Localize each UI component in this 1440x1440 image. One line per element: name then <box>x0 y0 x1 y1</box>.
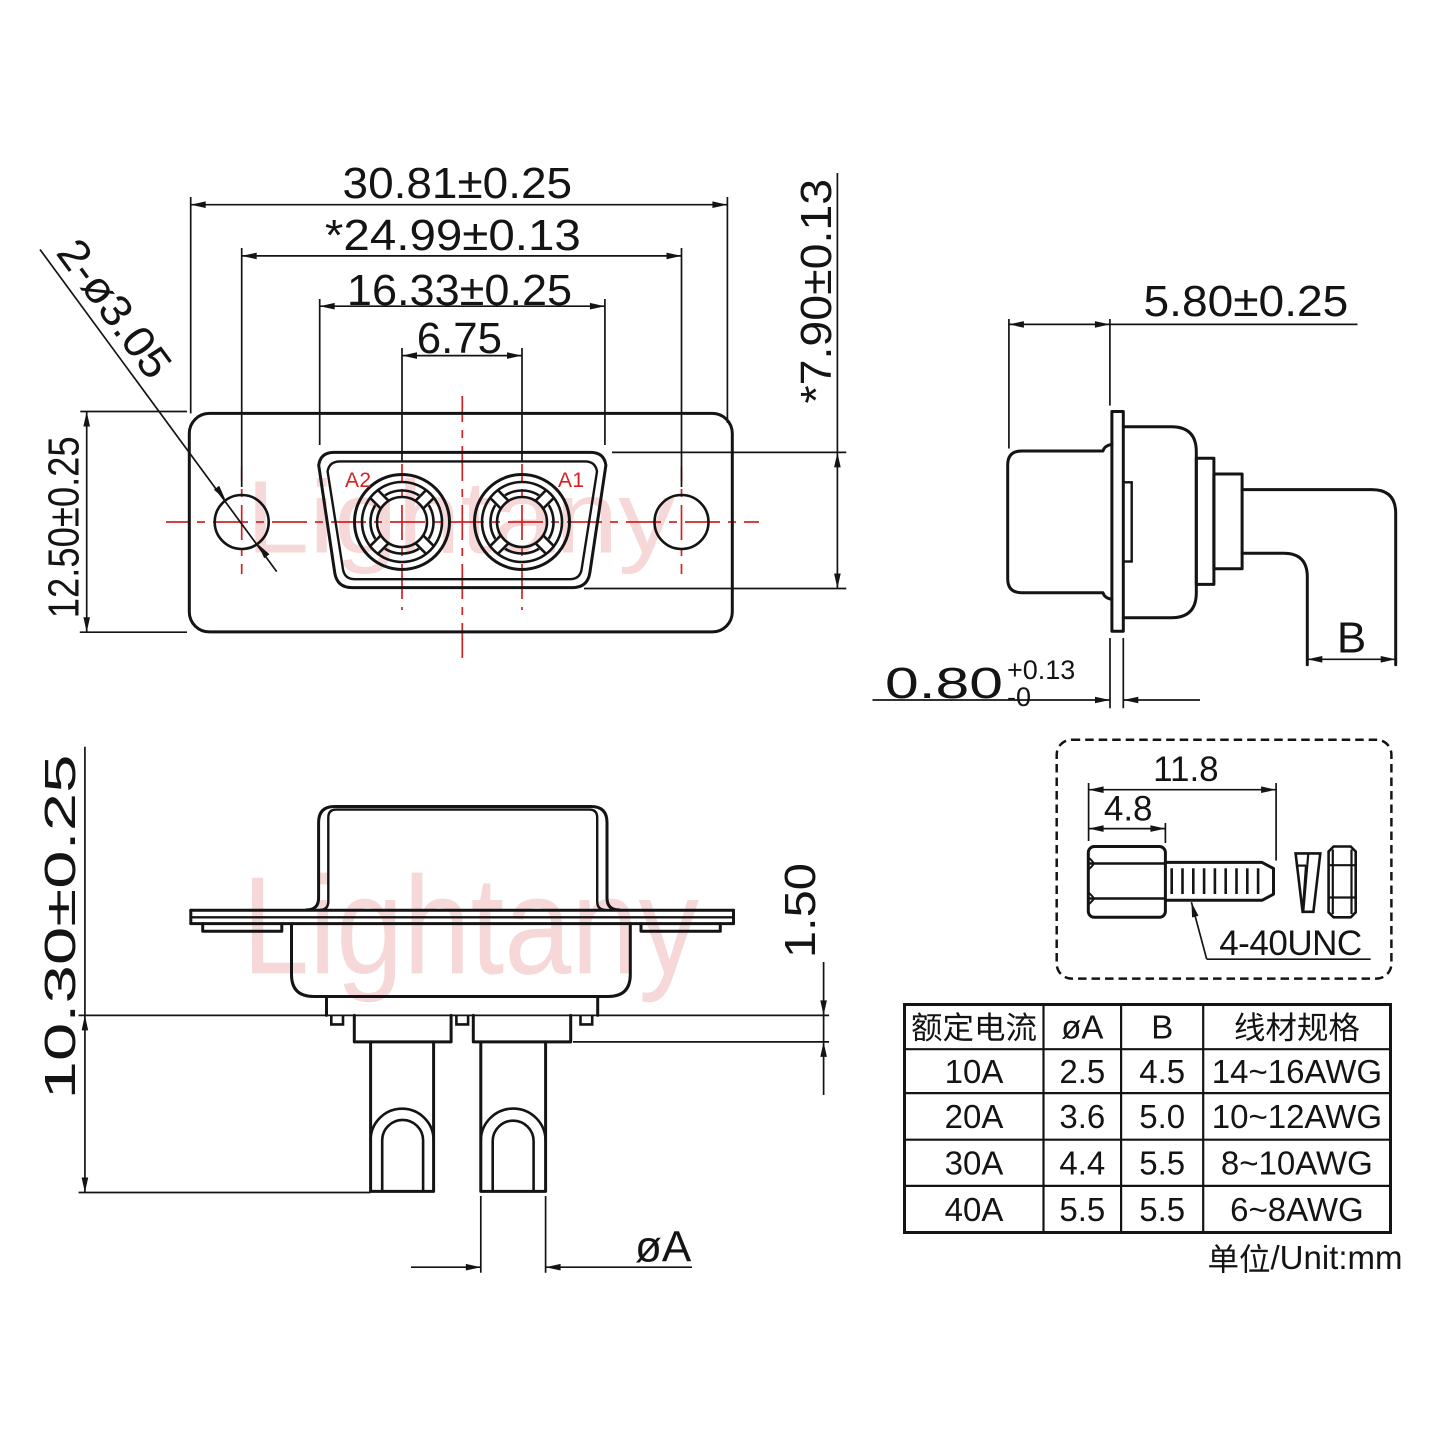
svg-text:10A: 10A <box>945 1053 1004 1090</box>
svg-text:30A: 30A <box>945 1145 1004 1182</box>
svg-text:30.81±0.25: 30.81±0.25 <box>343 159 573 208</box>
svg-text:A1: A1 <box>558 469 584 492</box>
svg-text:20A: 20A <box>945 1098 1004 1135</box>
svg-text:14~16AWG: 14~16AWG <box>1212 1053 1382 1090</box>
svg-text:B: B <box>1337 614 1366 663</box>
svg-text:5.5: 5.5 <box>1139 1145 1185 1182</box>
svg-text:6.75: 6.75 <box>417 314 502 363</box>
svg-text:8~10AWG: 8~10AWG <box>1221 1145 1373 1182</box>
svg-text:1.50: 1.50 <box>776 863 825 958</box>
svg-text:4.8: 4.8 <box>1104 790 1153 829</box>
svg-text:10~12AWG: 10~12AWG <box>1212 1098 1382 1135</box>
svg-text:4.4: 4.4 <box>1059 1145 1105 1182</box>
svg-text:0.80: 0.80 <box>885 659 1003 708</box>
svg-text:5.0: 5.0 <box>1139 1098 1185 1135</box>
svg-text:B: B <box>1151 1009 1173 1046</box>
svg-text:øA: øA <box>1061 1009 1103 1046</box>
svg-text:3.6: 3.6 <box>1059 1098 1105 1135</box>
svg-text:-0: -0 <box>1007 682 1031 712</box>
svg-text:40A: 40A <box>945 1191 1004 1228</box>
svg-text:11.8: 11.8 <box>1153 750 1219 789</box>
svg-text:4-40UNC: 4-40UNC <box>1219 924 1362 963</box>
svg-text:2.5: 2.5 <box>1059 1053 1105 1090</box>
svg-text:2-ø3.05: 2-ø3.05 <box>47 230 181 388</box>
svg-text:5.80±0.25: 5.80±0.25 <box>1144 277 1349 326</box>
svg-text:øA: øA <box>635 1223 692 1272</box>
svg-text:*24.99±0.13: *24.99±0.13 <box>325 211 581 260</box>
svg-text:Lightany: Lightany <box>246 460 676 575</box>
svg-text:A2: A2 <box>345 469 371 492</box>
svg-text:10.30±0.25: 10.30±0.25 <box>36 755 85 1100</box>
svg-text:+0.13: +0.13 <box>1007 655 1075 685</box>
svg-text:5.5: 5.5 <box>1139 1191 1185 1228</box>
svg-text:/Unit:mm: /Unit:mm <box>1271 1239 1403 1276</box>
svg-text:16.33±0.25: 16.33±0.25 <box>347 266 572 315</box>
svg-text:4.5: 4.5 <box>1139 1053 1185 1090</box>
svg-text:*7.90±0.13: *7.90±0.13 <box>792 179 841 404</box>
svg-text:5.5: 5.5 <box>1059 1191 1105 1228</box>
svg-text:12.50±0.25: 12.50±0.25 <box>40 436 89 618</box>
svg-text:6~8AWG: 6~8AWG <box>1230 1191 1364 1228</box>
